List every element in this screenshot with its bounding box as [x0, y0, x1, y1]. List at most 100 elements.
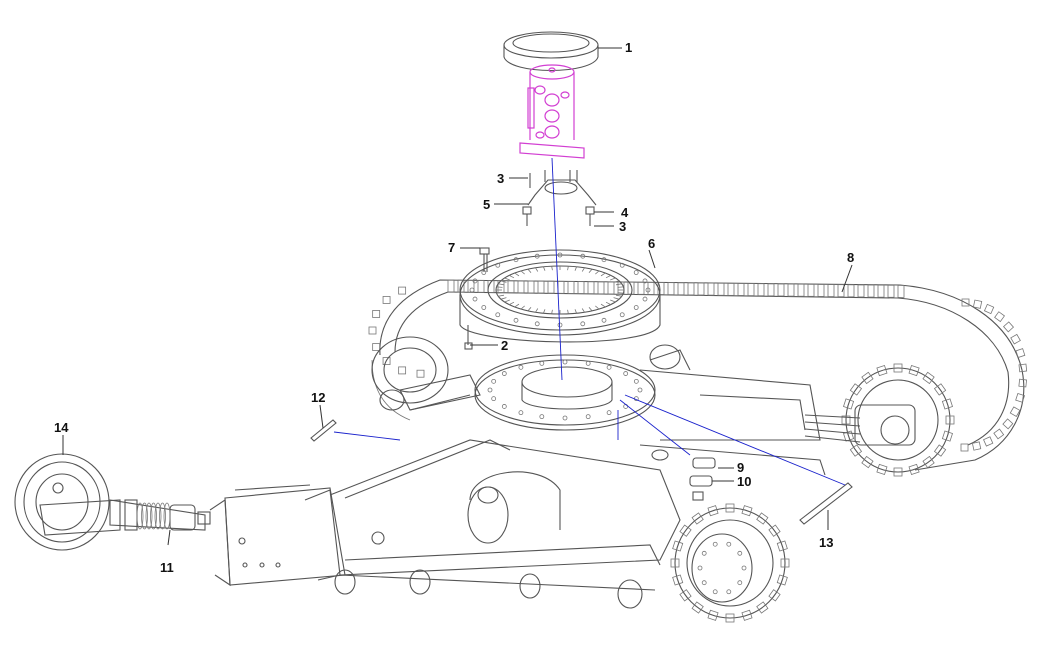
track-tread	[1015, 392, 1026, 403]
label-part-14: 14	[54, 420, 69, 435]
right-sprocket-tooth	[843, 430, 855, 442]
ring-tooth	[551, 309, 553, 314]
label-part-11: 11	[160, 560, 174, 575]
track-tread	[877, 284, 885, 298]
ring-tooth	[595, 305, 600, 310]
front-sprocket-tooth	[756, 601, 769, 614]
label-part-4: 4	[621, 205, 629, 220]
track-tread	[767, 283, 775, 297]
track-tread	[797, 283, 805, 297]
drive-bolt	[737, 550, 743, 556]
ring-tooth	[613, 297, 620, 300]
bracket-part-5	[522, 170, 597, 226]
slewing-ring-bolts	[469, 252, 651, 328]
track-tread	[657, 282, 665, 295]
track-tread	[1003, 321, 1015, 333]
spring-coil	[163, 502, 171, 530]
ring-tooth	[617, 292, 624, 294]
track-tread	[537, 280, 545, 294]
swivel-joint	[519, 64, 585, 159]
track-tread	[677, 282, 685, 296]
plate-bolt	[585, 360, 591, 366]
ring-bolt	[633, 305, 639, 310]
ring-tooth	[496, 286, 503, 288]
drive-bolt	[726, 589, 732, 595]
ring-tooth	[509, 301, 515, 305]
plate-bolt	[585, 414, 591, 420]
ring-tooth	[496, 292, 503, 294]
track-tread	[607, 281, 615, 295]
ring-bolt	[472, 278, 478, 284]
mount-plate-bolts	[487, 359, 643, 421]
ring-tooth	[613, 280, 620, 283]
ring-tooth	[500, 297, 507, 300]
label-part-3a: 3	[497, 171, 504, 186]
spring-coil	[159, 502, 166, 530]
front-sprocket-tooth	[672, 574, 684, 586]
plate-bolt	[501, 404, 507, 409]
ring-tooth	[595, 270, 600, 275]
front-sprocket-tooth	[670, 558, 680, 568]
front-sprocket-tooth	[679, 589, 692, 602]
drive-bolt	[737, 580, 743, 586]
track-tread	[737, 283, 745, 296]
front-sprocket-tooth	[776, 574, 788, 586]
track-tread	[597, 281, 605, 295]
ring-tooth	[514, 303, 520, 308]
spring-coil	[154, 502, 162, 530]
track-tread	[961, 298, 970, 307]
drive-bolt	[712, 541, 718, 547]
spring-coil	[145, 502, 153, 530]
drive-bolt	[712, 589, 718, 595]
track-tread	[398, 286, 407, 295]
track-tread	[837, 284, 845, 298]
front-drive-bolts	[697, 541, 747, 595]
right-sprocket-tooth	[933, 444, 947, 457]
ring-bolt	[619, 262, 625, 268]
ring-tooth	[543, 309, 546, 314]
ring-bolt	[481, 305, 487, 310]
ring-bolt	[534, 321, 540, 327]
ring-tooth	[509, 275, 515, 279]
track-tread	[717, 282, 725, 296]
ring-tooth	[527, 268, 532, 273]
right-sprocket-tooth	[849, 444, 863, 457]
track-tread	[897, 284, 905, 298]
plate-bolt	[606, 364, 612, 370]
plate-bolt	[491, 378, 497, 384]
assembly-centerlines	[333, 157, 846, 486]
ring-bolt	[619, 312, 625, 318]
plate-bolt	[539, 414, 545, 420]
ring-bolt	[601, 257, 607, 263]
front-sprocket-tooth	[768, 589, 781, 602]
right-sprocket-tooth	[893, 467, 903, 477]
tensioner-spring	[136, 502, 171, 530]
track-tread	[697, 282, 705, 296]
front-drive-sprocket	[670, 503, 790, 623]
track-tread	[807, 283, 815, 297]
spring-coil	[141, 502, 148, 530]
right-sprocket-tooth	[893, 363, 903, 373]
label-part-9: 9	[737, 460, 744, 475]
seal-ring-part-1	[503, 31, 599, 71]
track-tread	[757, 283, 765, 297]
track-tread	[983, 303, 995, 315]
track-tread	[567, 281, 575, 294]
track-tread	[467, 279, 475, 293]
track-tread	[887, 284, 895, 298]
plate-bolt	[562, 415, 568, 421]
ring-bolt	[601, 317, 607, 323]
right-sprocket-teeth	[841, 363, 955, 477]
part-labels: 1 2 3 3 4 5 6 7 8 9 10 11 12 13 14	[54, 40, 854, 575]
right-sprocket-tooth	[941, 398, 953, 410]
ring-bolt	[513, 257, 519, 263]
ring-tooth	[588, 268, 593, 273]
ring-tooth	[581, 308, 585, 313]
spring-coil	[150, 502, 157, 530]
pin-part-12	[310, 419, 337, 442]
front-sprocket-tooth	[725, 613, 735, 623]
ring-tooth	[581, 267, 585, 272]
track-tread	[1018, 363, 1028, 373]
front-sprocket-tooth	[707, 505, 719, 517]
leader-lines	[62, 47, 853, 546]
